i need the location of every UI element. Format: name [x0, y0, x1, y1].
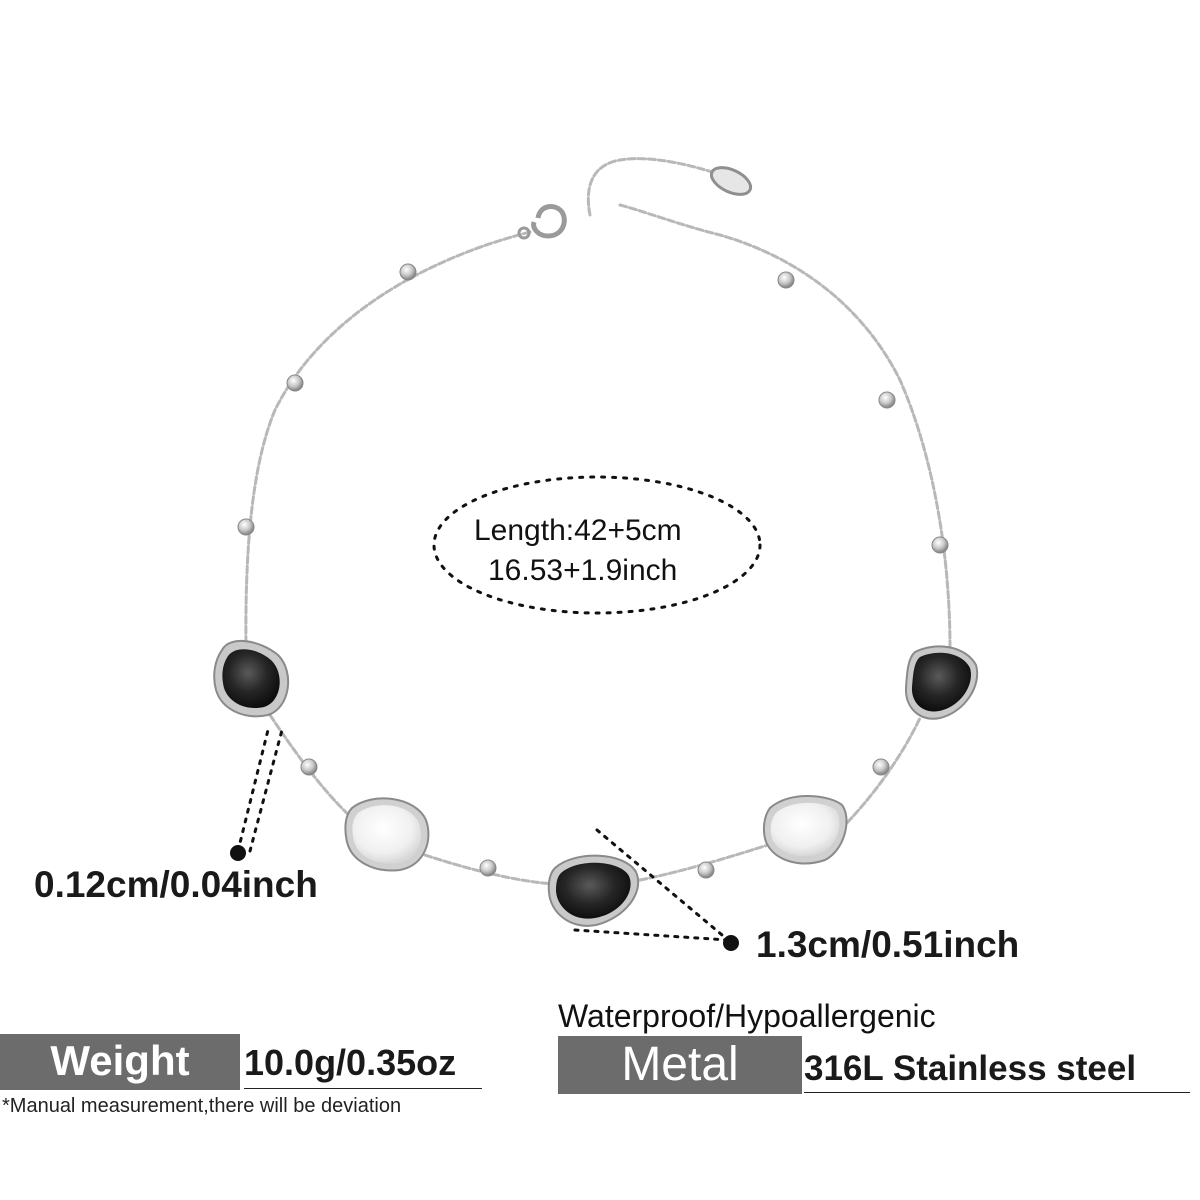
stone-black-right: [904, 645, 979, 720]
width-dot: [723, 935, 739, 951]
weight-tag: Weight: [0, 1034, 240, 1090]
stone-white-right: [762, 795, 848, 865]
clasp: [517, 204, 567, 240]
thickness-label: 0.12cm/0.04inch: [34, 864, 318, 905]
stone-black-left: [213, 639, 290, 718]
length-callout-ellipse: [432, 475, 762, 615]
weight-value: 10.0g/0.35oz: [244, 1038, 482, 1089]
chain-right-lower: [838, 716, 922, 832]
properties-label: Waterproof/Hypoallergenic: [558, 998, 936, 1034]
extender-chain: [586, 157, 714, 217]
thickness-pointer: [236, 728, 284, 853]
width-pointer: [573, 828, 730, 942]
chain-left: [244, 230, 532, 652]
metal-tag: Metal: [558, 1036, 802, 1094]
beads: [237, 263, 949, 879]
length-inch-label: 16.53+1.9inch: [488, 554, 678, 587]
thickness-dot: [230, 845, 246, 861]
stone-white-left: [344, 797, 430, 872]
extender-tag: [709, 166, 753, 196]
stone-width-label: 1.3cm/0.51inch: [756, 924, 1020, 965]
chain: [244, 157, 952, 886]
length-cm-label: Length:42+5cm: [474, 514, 682, 547]
chain-right: [618, 203, 952, 650]
stone-black-center: [547, 854, 640, 927]
measurement-note: *Manual measurement,there will be deviat…: [2, 1095, 402, 1117]
metal-value: 316L Stainless steel: [804, 1046, 1190, 1093]
chain-mid-left: [423, 853, 557, 886]
